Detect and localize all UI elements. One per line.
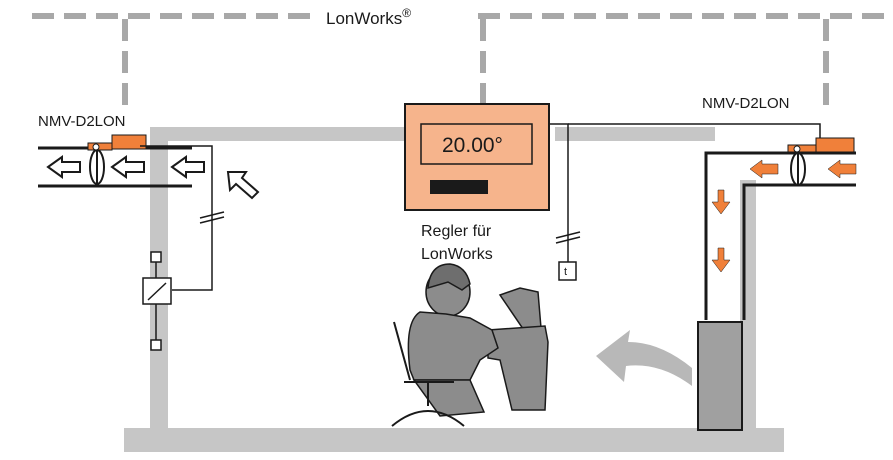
- switch-icon: [142, 251, 172, 351]
- air-return-arrow-icon: [596, 330, 692, 386]
- floor-unit: [697, 321, 743, 431]
- damper-blade-icon: [790, 152, 806, 186]
- damper-blade-icon: [89, 149, 105, 185]
- temperature-sensor: t: [558, 261, 577, 281]
- sensor-label: t: [564, 266, 567, 278]
- wiring-left: [140, 145, 225, 291]
- bus-label: LonWorks®: [326, 6, 411, 28]
- actuator-left-label: NMV-D2LON: [38, 113, 126, 130]
- wiring-sensor: [549, 123, 581, 262]
- person-at-desk: [407, 263, 549, 417]
- actuator-left: [87, 134, 147, 151]
- actuator-right-label: NMV-D2LON: [702, 95, 790, 112]
- controller-display: 20.00°: [442, 134, 503, 157]
- controller-caption-line2: LonWorks: [421, 246, 493, 263]
- duct-right: [704, 151, 856, 320]
- actuator-right: [787, 137, 855, 153]
- duct-left: [38, 146, 205, 188]
- airflow-arrow-icon: [46, 155, 205, 179]
- room-controller: [404, 103, 550, 211]
- supply-arrow-icon: [711, 159, 857, 273]
- controller-caption-line1: Regler für: [421, 223, 492, 240]
- outline-arrow-icon: [226, 171, 260, 200]
- wiring-right: [568, 123, 821, 138]
- chair: [391, 321, 465, 427]
- lonworks-bus: [32, 13, 885, 112]
